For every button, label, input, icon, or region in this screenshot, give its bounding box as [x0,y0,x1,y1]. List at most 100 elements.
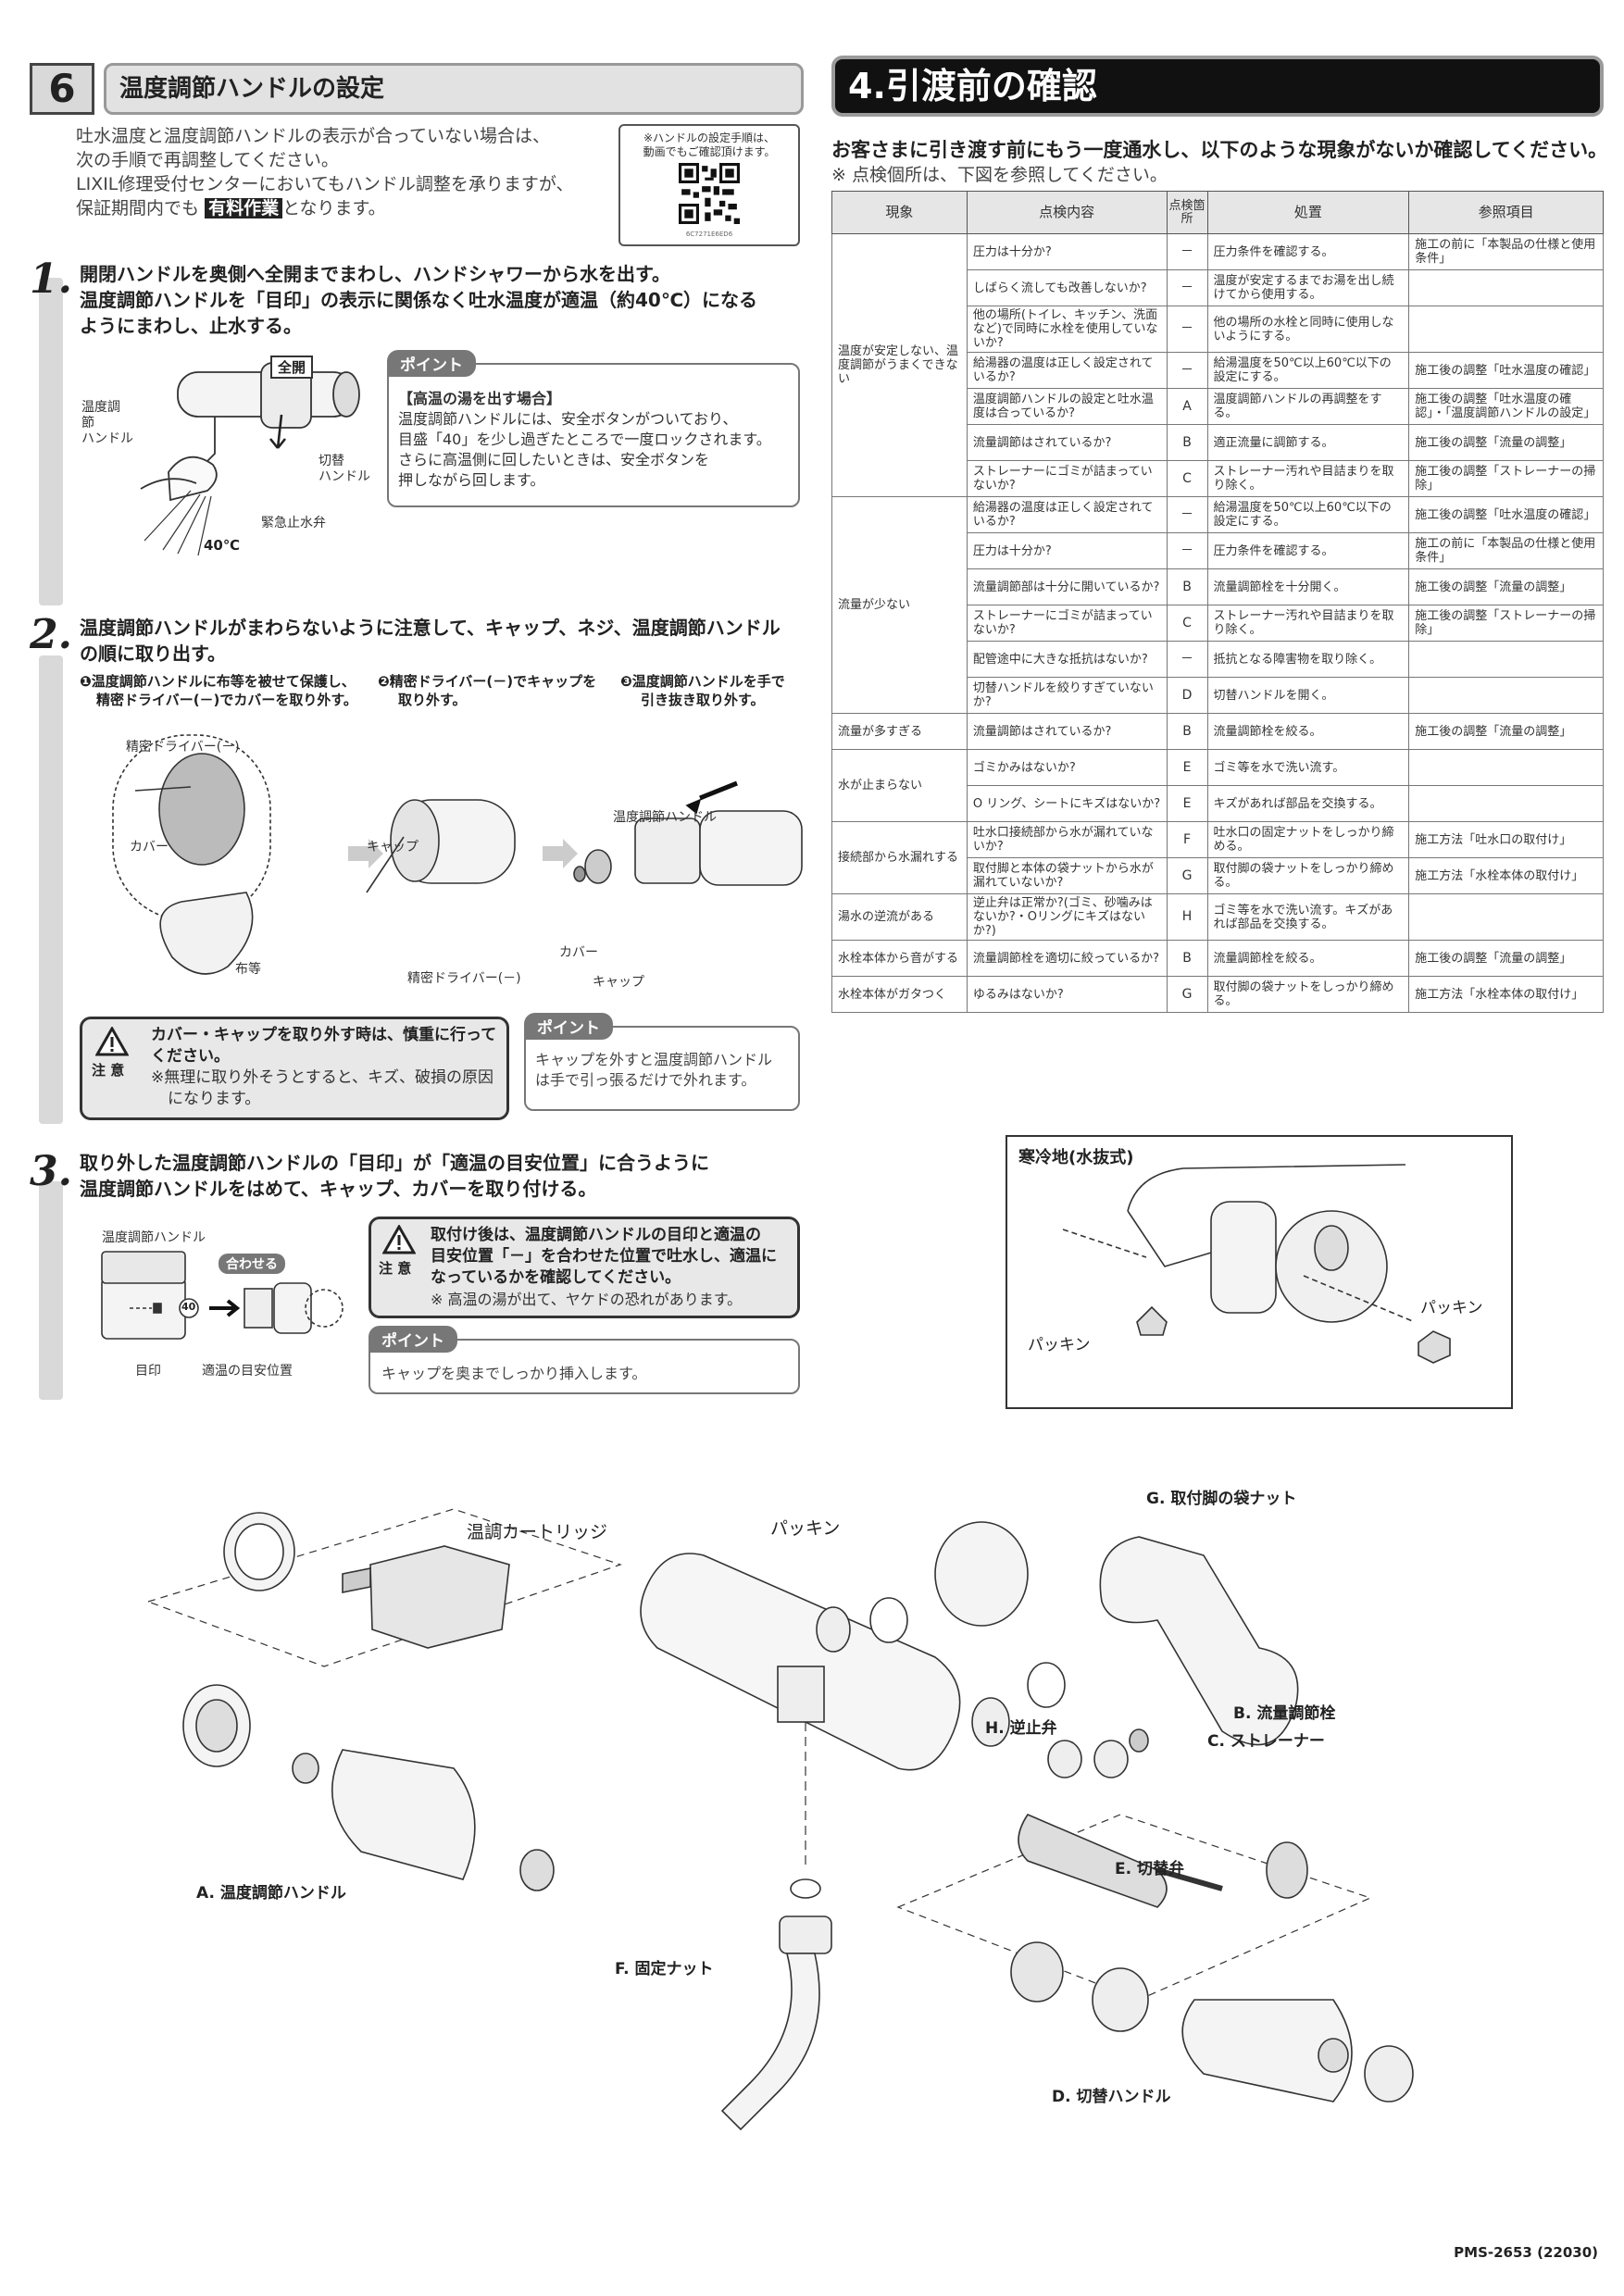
label-text: 切替 [319,454,344,468]
sub-line: 精密ドライバー(－)でカバーを取り外す。 [96,692,357,708]
cell-location: C [1166,605,1208,642]
document-code: PMS-2653 (22030) [1454,2244,1598,2261]
point-body: キャップを外すと温度調節ハンドル は手で引っ張るだけで外れます。 [526,1028,798,1091]
cell-reference [1408,785,1604,822]
cell-reference: 施工の前に「本製品の仕様と使用条件」 [1408,532,1604,569]
point-title: 【高温の湯を出す場合】 [398,390,562,407]
cell-reference [1408,641,1604,678]
step3-illustration [101,1251,344,1340]
cell-location: B [1166,713,1208,750]
label-precision-driver: 精密ドライバー(－) [126,740,240,755]
sub-line: 引き抜き取り外す。 [641,692,765,708]
caution-line: になります。 [168,1090,261,1108]
table-row: 圧力は十分か?－圧力条件を確認する。施工の前に「本製品の仕様と使用条件」 [832,532,1604,569]
cold-region-box: 寒冷地(水抜式) パッキン パッキン [1006,1135,1513,1409]
step-instruction: 温度調節ハンドルがまわらないように注意して、キャップ、ネジ、温度調節ハンドル の… [80,615,811,667]
label-temp-handle: 温度調節ハンドル [613,810,717,825]
cell-check: O リング、シートにキズはないか? [966,785,1168,822]
table-body: 温度が安定しない、温度調節がうまくできない圧力は十分か?－圧力条件を確認する。施… [831,233,1604,1013]
table-row: しばらく流しても改善しないか?－温度が安定するまでお湯を出し続けてから使用する。 [832,269,1604,306]
label-text: ハンドル [81,431,133,446]
cell-reference [1408,749,1604,786]
cell-phenomenon: 流量が少ない [831,496,968,714]
cell-action: 他の場所の水栓と同時に使用しないようにする。 [1206,306,1410,353]
cell-check: 他の場所(トイレ、キッチン、洗面など)で同時に水栓を使用していないか? [966,306,1168,353]
step2-illustration [112,734,803,975]
cell-check: 流量調節はされているか? [966,424,1168,461]
table-row: 流量が少ない給湯器の温度は正しく設定されているか?－給湯温度を50℃以上60℃以… [831,496,1604,714]
cell-check: 給湯器の温度は正しく設定されているか? [966,496,1168,533]
cell-location: C [1166,460,1208,497]
step-number: 1. [30,256,72,303]
cell-location: － [1166,352,1208,389]
cell-action: ゴミ等を水で洗い流す。キズがあれば部品を交換する。 [1206,893,1410,941]
cell-check: ストレーナーにゴミが詰まっていないか? [966,605,1168,642]
cell-phenomenon: 水が止まらない [831,749,968,822]
cell-phenomenon: 温度が安定しない、温度調節がうまくできない [831,233,968,497]
label-packing-left: パッキン [1028,1336,1091,1354]
cell-check: 流量調節はされているか? [966,713,1168,750]
cell-reference: 施工後の調整「ストレーナーの掃除」 [1408,460,1604,497]
step-number: 3. [30,1148,72,1195]
label-text: ハンドル [319,469,370,484]
instruction-line: 温度調節ハンドルを「目印」の表示に関係なく吐水温度が適温（約40℃）になる [80,289,758,311]
section-number: 6 [30,63,94,115]
cell-location: D [1166,677,1208,714]
cell-location: － [1166,306,1208,353]
caution-line: なっているかを確認してください。 [431,1268,681,1287]
step-rail [39,278,63,605]
cold-region-illustration [1062,1164,1451,1364]
cell-reference: 施工方法「水栓本体の取付け」 [1408,857,1604,894]
cell-location: － [1166,641,1208,678]
cell-reference: 施工後の調整「流量の調整」 [1408,568,1604,605]
label-text: 温度調 [81,400,120,415]
label-cover: カバー [130,840,169,855]
caution-body: カバー・キャップを取り外す時は、慎重に行って ください。 ※無理に取り外そうとす… [151,1025,508,1110]
label-40c: 40℃ [204,537,241,554]
label-cover-2: カバー [559,945,598,960]
cell-check: 流量調節部は十分に開いているか? [966,568,1168,605]
step1-illustration [140,362,360,556]
cell-action: 圧力条件を確認する。 [1206,532,1410,569]
cell-check: 取付脚と本体の袋ナットから水が漏れていないか? [966,857,1168,894]
table-row: 他の場所(トイレ、キッチン、洗面など)で同時に水栓を使用していないか?－他の場所… [832,306,1604,353]
cell-reference [1408,677,1604,714]
cell-reference [1408,306,1604,353]
cell-phenomenon: 湯水の逆流がある [831,893,968,941]
instruction-line: ようにまわし、止水する。 [80,315,302,337]
intro-text-part: となります。 [282,198,386,218]
cell-location: F [1166,821,1208,858]
cell-reference: 施工後の調整「流量の調整」 [1408,424,1604,461]
label-part-d: D. 切替ハンドル [1052,2088,1171,2106]
cell-action: キズがあれば部品を交換する。 [1206,785,1410,822]
section-title: 温度調節ハンドルの設定 [104,63,804,115]
label-part-e: E. 切替弁 [1115,1860,1184,1878]
qr-code-icon[interactable] [679,163,740,224]
caution-line: カバー・キャップを取り外す時は、慎重に行って [151,1026,497,1044]
cell-reference: 施工後の調整「吐水温度の確認」・「温度調節ハンドルの設定」 [1408,388,1604,425]
table-row: 給湯器の温度は正しく設定されているか?－給湯温度を50℃以上60℃以下の設定にす… [832,352,1604,389]
cell-check: 切替ハンドルを絞りすぎていないか? [966,677,1168,714]
cell-action: 取付脚の袋ナットをしっかり締める。 [1206,976,1410,1013]
step-instruction: 取り外した温度調節ハンドルの「目印」が「適温の目安位置」に合うように 温度調節ハ… [80,1150,811,1202]
cell-phenomenon: 水栓本体がガタつく [831,976,968,1013]
qr-caption: 6C7271E6ED6 [685,231,733,238]
sub-line: 取り外す。 [398,692,467,708]
cell-action: 抵抗となる障害物を取り除く。 [1206,641,1410,678]
intro-line: 次の手順で再調整してください。 [76,150,339,170]
sub-step-3: ❸温度調節ハンドルを手で 引き抜き取り外す。 [620,672,785,709]
cell-location: B [1166,568,1208,605]
caution-label: 注 意 [92,1062,125,1079]
warning-icon [382,1225,416,1254]
header-action: 処置 [1206,191,1410,234]
point-box: ポイント 【高温の湯を出す場合】 温度調節ハンドルには、安全ボタンがついており、… [387,350,800,507]
cell-check: ストレーナーにゴミが詰まっていないか? [966,460,1168,497]
cell-check: 流量調節栓を適切に絞っているか? [966,940,1168,977]
cell-location: － [1166,233,1208,270]
qr-box: ※ハンドルの設定手順は、 動画でもご確認頂けます。 6C7271E6ED6 [618,124,800,246]
label-emergency-valve: 緊急止水弁 [261,516,326,530]
cell-check: ゆるみはないか? [966,976,1168,1013]
